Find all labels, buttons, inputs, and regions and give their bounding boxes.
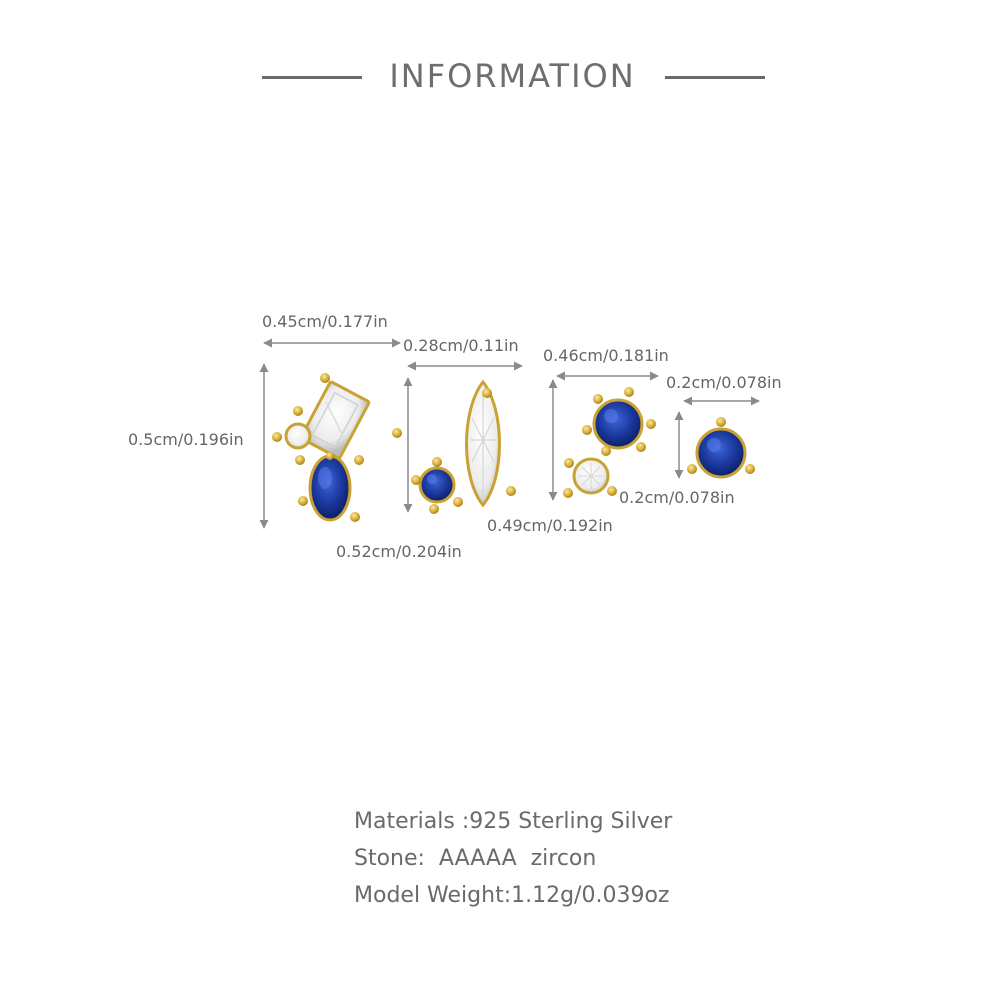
earring3-round-sapphire [592,398,644,450]
spec-materials: Materials :925 Sterling Silver [354,809,673,834]
earring1-baguette-crystal [299,380,371,460]
earring1-oval-sapphire [308,454,352,522]
earring3-prongs [563,387,656,498]
header: INFORMATION [0,52,1000,102]
earring4-round-sapphire [695,427,747,479]
earring4-width-label: 0.2cm/0.078in [666,373,782,392]
earring2-height-label: 0.52cm/0.204in [336,542,462,561]
earring1-height-label: 0.5cm/0.196in [128,430,244,449]
earring-4 [687,417,755,479]
earring-3 [563,387,656,498]
earring1-round-crystal [284,422,312,450]
earring3-height-label: 0.49cm/0.192in [487,516,613,535]
earring2-prongs [411,388,516,514]
earring2-round-sapphire [418,466,456,504]
earring1-prongs [272,373,402,522]
spec-stone: Stone: AAAAA zircon [354,846,597,871]
spec-weight: Model Weight:1.12g/0.039oz [354,883,670,908]
earring3-width-label: 0.46cm/0.181in [543,346,669,365]
earring-2 [411,379,516,514]
earring1-width-label: 0.45cm/0.177in [262,312,388,331]
dimension-arrows [259,338,760,529]
earring-1 [272,373,402,522]
header-left-divider [262,76,362,79]
earring2-width-label: 0.28cm/0.11in [403,336,519,355]
earring4-height-label: 0.2cm/0.078in [619,488,735,507]
header-right-divider [665,76,765,79]
page-title: INFORMATION [389,57,636,95]
earring4-prongs [687,417,755,474]
